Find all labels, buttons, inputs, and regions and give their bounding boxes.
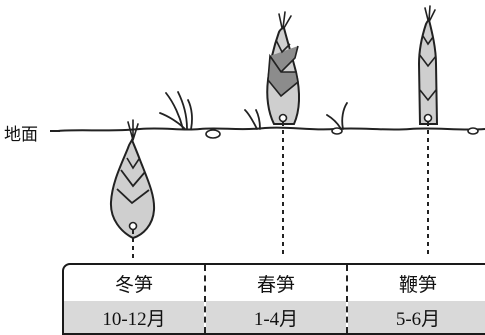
whip-shoot-column: 鞭笋 5-6月 xyxy=(346,265,485,333)
winter-shoot-column: 冬笋 10-12月 xyxy=(64,265,204,333)
spring-shoot-name: 春笋 xyxy=(256,273,295,296)
winter-shoot xyxy=(109,119,156,258)
spring-shoot-months: 1-4月 xyxy=(206,301,346,333)
spring-shoot-column: 春笋 1-4月 xyxy=(204,265,346,333)
spring-shoot xyxy=(266,11,301,258)
grass-tuft xyxy=(326,102,348,130)
whip-shoot-months: 5-6月 xyxy=(348,301,485,333)
grass-tuft xyxy=(159,91,193,130)
whip-shoot-name: 鞭笋 xyxy=(398,273,437,296)
ground-line xyxy=(57,126,485,132)
winter-shoot-name: 冬笋 xyxy=(114,273,153,296)
pebble xyxy=(467,127,479,135)
ground-label: 地面 xyxy=(4,125,38,145)
pebble xyxy=(331,127,343,135)
winter-shoot-months: 10-12月 xyxy=(64,301,204,333)
shoot-season-table: 冬笋 10-12月 春笋 1-4月 鞭笋 5-6月 xyxy=(62,263,485,335)
pebble xyxy=(205,129,221,139)
whip-shoot xyxy=(417,5,439,258)
grass-tuft xyxy=(244,109,261,130)
